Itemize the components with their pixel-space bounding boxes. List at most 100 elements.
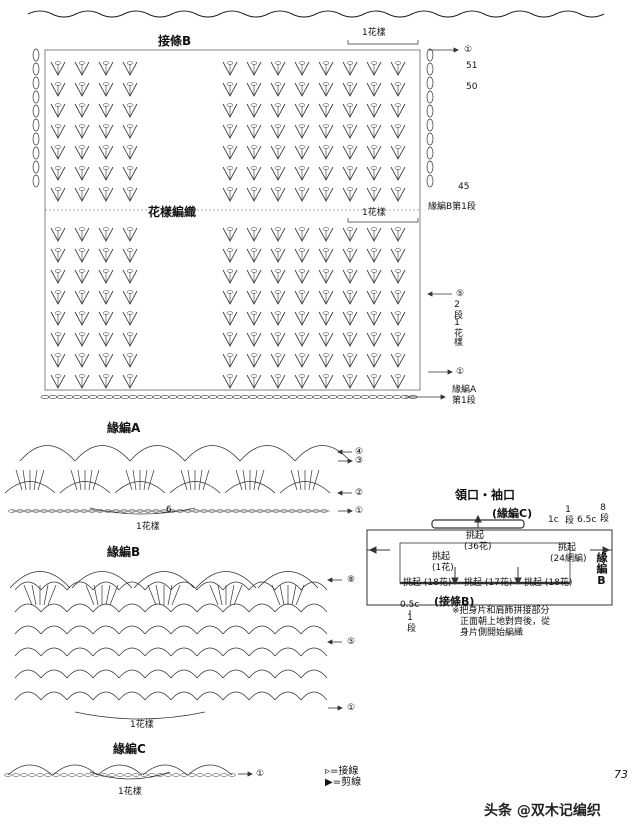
chain-mark bbox=[108, 773, 116, 777]
chain-mark bbox=[120, 395, 130, 399]
chain-mark bbox=[192, 509, 200, 513]
stitch-chain-mark bbox=[102, 374, 110, 378]
chain-mark bbox=[144, 509, 152, 513]
stitch-chain-mark bbox=[54, 103, 62, 107]
neckline-1c: 1c bbox=[548, 515, 559, 525]
stitch-chain-mark bbox=[54, 61, 62, 65]
lattice-arc-mark bbox=[118, 691, 146, 701]
chain-mark bbox=[180, 773, 188, 777]
neckline-pick-left: 挑起 bbox=[432, 552, 451, 562]
stitch-chain-mark bbox=[126, 187, 134, 191]
lattice-arc-mark bbox=[248, 603, 276, 613]
lattice-arc-mark bbox=[274, 625, 302, 635]
neckline-8rows: 8段 bbox=[598, 503, 608, 522]
stitch-chain-mark bbox=[298, 332, 306, 336]
edging-a-chart bbox=[4, 445, 351, 513]
stitch-chain-mark bbox=[78, 332, 86, 336]
lattice-arc-mark bbox=[196, 581, 224, 591]
stitch-chain-mark bbox=[394, 227, 402, 231]
chain-mark bbox=[184, 395, 194, 399]
scallop-arc-mark bbox=[71, 571, 133, 589]
lattice-arc-mark bbox=[118, 581, 146, 591]
chain-mark bbox=[296, 509, 304, 513]
stitch-chain-mark bbox=[298, 269, 306, 273]
stitch-chain-mark bbox=[54, 248, 62, 252]
chain-mark bbox=[296, 395, 306, 399]
stitch-ray-mark bbox=[209, 584, 219, 606]
neckline-note-1: ※把身片和肩飾拼接部分 bbox=[452, 606, 550, 616]
chain-mark bbox=[240, 395, 250, 399]
lattice-arc-mark bbox=[170, 647, 198, 657]
chain-mark bbox=[312, 395, 322, 399]
chain-mark bbox=[156, 773, 164, 777]
neckline-pick17: 挑起 (17花) bbox=[464, 578, 513, 588]
stitch-chain-mark bbox=[274, 166, 282, 170]
edge-loop-mark bbox=[32, 76, 40, 90]
stitch-ray-mark bbox=[33, 469, 38, 491]
lattice-arc-mark bbox=[92, 647, 120, 657]
lattice-arc-mark bbox=[14, 691, 42, 701]
stitch-chain-mark bbox=[78, 269, 86, 273]
chain-mark bbox=[80, 395, 90, 399]
lattice-arc-mark bbox=[222, 603, 250, 613]
edging-c-title: 緣編C bbox=[113, 742, 146, 756]
stitch-chain-mark bbox=[102, 187, 110, 191]
neckline-1row-bottom: 1段 bbox=[405, 613, 415, 632]
stitch-ray-mark bbox=[147, 469, 155, 491]
stitch-chain-mark bbox=[298, 227, 306, 231]
chain-mark bbox=[40, 509, 48, 513]
stitch-chain-mark bbox=[394, 353, 402, 357]
lattice-arc-mark bbox=[248, 647, 276, 657]
chain-mark bbox=[204, 773, 212, 777]
stitch-chain-mark bbox=[226, 248, 234, 252]
stitch-chain-mark bbox=[274, 187, 282, 191]
stitch-chain-mark bbox=[274, 290, 282, 294]
stitch-chain-mark bbox=[102, 145, 110, 149]
main-joining-b-label: 接條B bbox=[158, 34, 192, 48]
lattice-arc-mark bbox=[196, 691, 224, 701]
chain-mark bbox=[28, 773, 36, 777]
stitch-chain-mark bbox=[394, 374, 402, 378]
edging-b-repeat: 1花樣 bbox=[130, 720, 154, 730]
stitch-chain-mark bbox=[274, 227, 282, 231]
chain-mark bbox=[172, 773, 180, 777]
chain-mark bbox=[164, 773, 172, 777]
stitch-ray-mark bbox=[297, 469, 302, 491]
neckline-schematic bbox=[366, 514, 613, 615]
edge-loop-mark bbox=[32, 62, 40, 76]
stitch-chain-mark bbox=[394, 311, 402, 315]
stitch-chain-mark bbox=[394, 103, 402, 107]
chain-mark bbox=[64, 509, 72, 513]
main-row-1-bottom: ① bbox=[456, 367, 465, 377]
chain-mark bbox=[344, 395, 354, 399]
stitch-ray-mark bbox=[70, 469, 78, 491]
lattice-arc-mark bbox=[274, 603, 302, 613]
main-row-51: 51 bbox=[466, 61, 478, 71]
lattice-arc-mark bbox=[274, 691, 302, 701]
edge-loop-mark bbox=[426, 174, 434, 188]
edging-a-row3: ③ bbox=[355, 456, 364, 466]
chain-mark bbox=[96, 395, 106, 399]
stitch-chain-mark bbox=[126, 103, 134, 107]
stitch-chain-mark bbox=[394, 332, 402, 336]
stitch-chain-mark bbox=[78, 124, 86, 128]
stitch-chain-mark bbox=[274, 311, 282, 315]
chain-mark bbox=[112, 395, 122, 399]
neckline-note-2: 正面朝上地對齊後，從 bbox=[460, 617, 551, 627]
stitch-ray-mark bbox=[279, 584, 285, 606]
chain-mark bbox=[152, 509, 160, 513]
stitch-chain-mark bbox=[250, 269, 258, 273]
stitch-chain-mark bbox=[126, 332, 134, 336]
stitch-chain-mark bbox=[250, 248, 258, 252]
chain-mark bbox=[248, 395, 258, 399]
main-row-45: 45 bbox=[458, 182, 470, 192]
stitch-chain-mark bbox=[102, 124, 110, 128]
lattice-arc-mark bbox=[248, 669, 276, 679]
chain-mark bbox=[216, 395, 226, 399]
chain-mark bbox=[176, 395, 186, 399]
wave-arc-mark bbox=[7, 764, 53, 776]
lattice-arc-mark bbox=[170, 581, 198, 591]
stitch-ray-mark bbox=[125, 469, 133, 491]
chain-mark bbox=[152, 395, 162, 399]
chain-mark bbox=[76, 773, 84, 777]
